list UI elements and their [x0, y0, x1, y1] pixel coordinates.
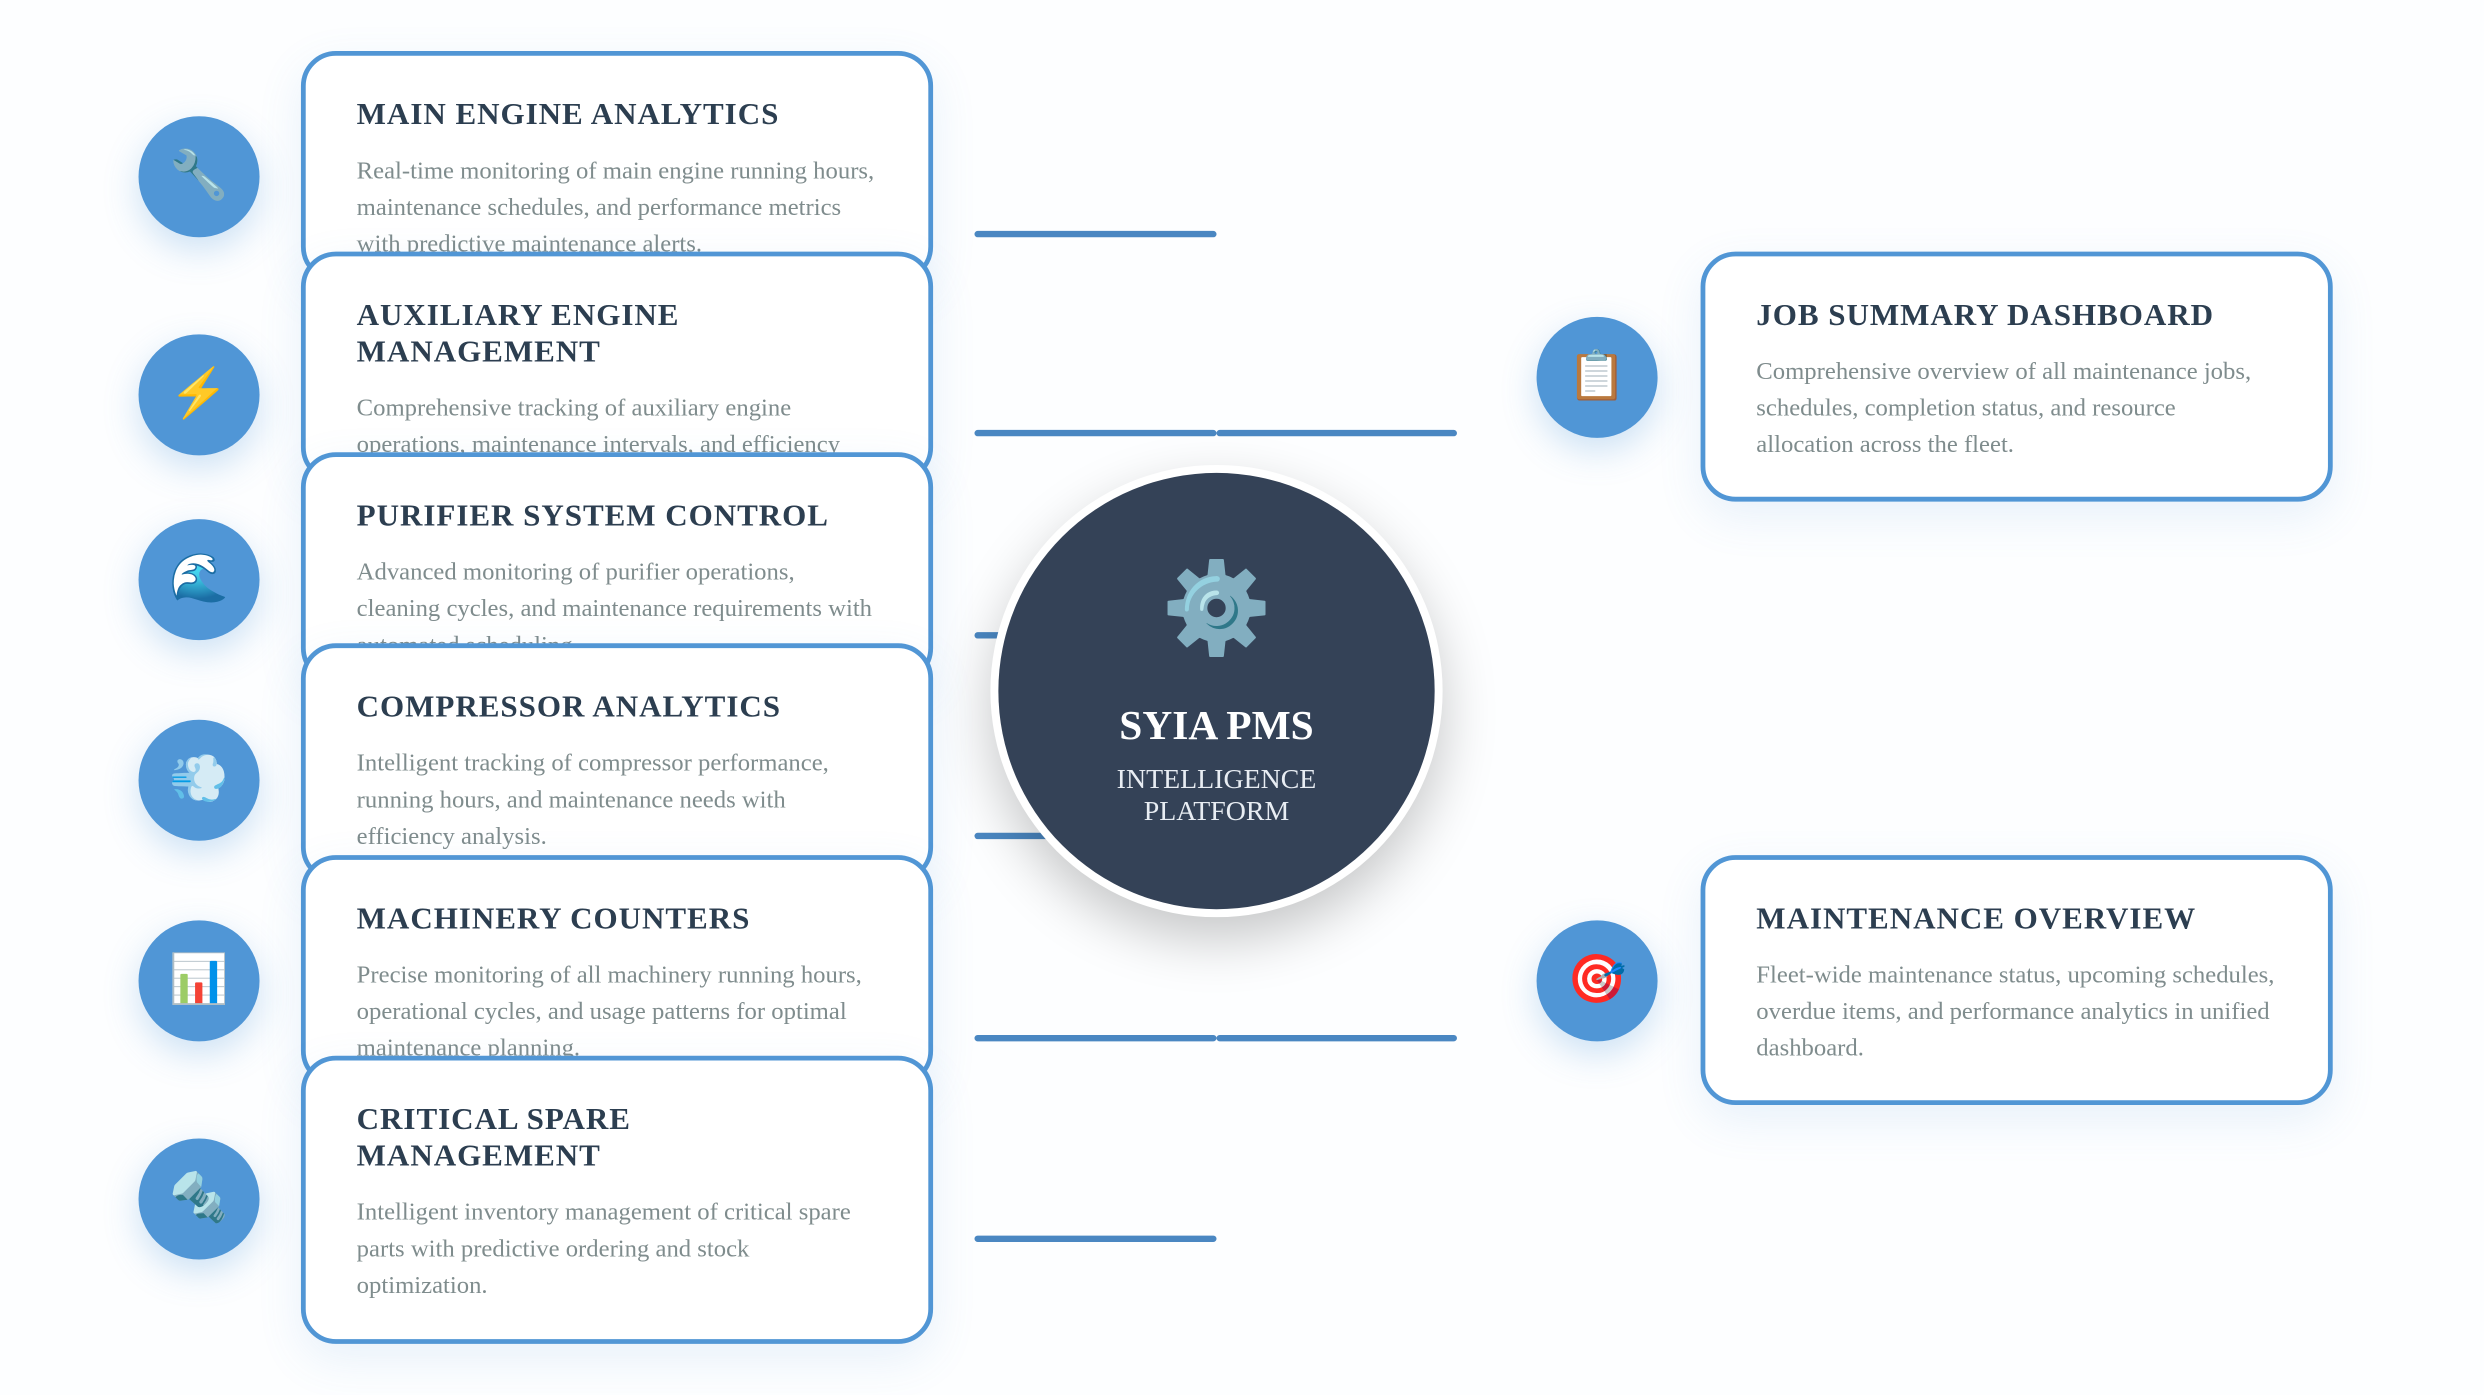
card-title: COMPRESSOR ANALYTICS: [356, 691, 781, 725]
card-description: Intelligent inventory management of crit…: [356, 1199, 851, 1300]
connector-line: [974, 1034, 1217, 1042]
card-title: PURIFIER SYSTEM CONTROL: [356, 499, 829, 534]
gear-icon: ⚙️: [1160, 560, 1273, 660]
target-icon: 🎯: [1536, 920, 1658, 1042]
card-title: AUXILIARY ENGINE MANAGEMENT: [356, 299, 680, 370]
hub-subtitle: INTELLIGENCE PLATFORM: [1116, 762, 1317, 827]
connector-line: [974, 429, 1217, 437]
module-card-maintenance-overview[interactable]: MAINTENANCE OVERVIEW Fleet-wide maintena…: [1700, 855, 2333, 1106]
clipboard-icon: 📋: [1536, 316, 1658, 438]
central-hub[interactable]: ⚙️ SYIA PMS INTELLIGENCE PLATFORM: [990, 464, 1443, 918]
lightning-icon: ⚡: [138, 334, 260, 456]
bar-chart-icon: 📊: [138, 920, 260, 1042]
nut-bolt-icon: 🔩: [138, 1138, 260, 1260]
module-card-main-engine-analytics[interactable]: MAIN ENGINE ANALYTICS Real-time monitori…: [300, 50, 934, 282]
wave-icon: 🌊: [138, 519, 260, 641]
hub-title: SYIA PMS: [1119, 702, 1314, 749]
module-card-auxiliary-engine-management[interactable]: AUXILIARY ENGINE MANAGEMENT Comprehensiv…: [300, 251, 934, 483]
card-description: Advanced monitoring of purifier operatio…: [356, 558, 873, 659]
module-card-critical-spare-management[interactable]: CRITICAL SPARE MANAGEMENT Intelligent in…: [300, 1055, 934, 1344]
card-title: MAINTENANCE OVERVIEW: [1756, 902, 2197, 937]
connector-line: [1216, 429, 1457, 437]
card-title: MACHINERY COUNTERS: [356, 902, 751, 937]
card-description: Fleet-wide maintenance status, upcoming …: [1756, 961, 2275, 1063]
connector-line: [1216, 1034, 1457, 1042]
module-card-job-summary-dashboard[interactable]: JOB SUMMARY DASHBOARD Comprehensive over…: [1700, 251, 2333, 502]
wrench-icon: 🔧: [138, 116, 260, 238]
card-description: Precise monitoring of all machinery runn…: [356, 961, 862, 1063]
card-title: CRITICAL SPARE MANAGEMENT: [356, 1103, 631, 1174]
connector-line: [974, 1235, 1217, 1242]
module-card-machinery-counters[interactable]: MACHINERY COUNTERS Precise monitoring of…: [300, 855, 934, 1086]
card-description: Intelligent tracking of compressor perfo…: [356, 749, 829, 851]
wind-icon: 💨: [138, 719, 260, 841]
hub-circle: ⚙️ SYIA PMS INTELLIGENCE PLATFORM: [998, 472, 1435, 910]
card-description: Real-time monitoring of main engine runn…: [356, 157, 875, 258]
connector-line: [974, 230, 1217, 238]
card-title: JOB SUMMARY DASHBOARD: [1756, 299, 2215, 333]
module-card-compressor-analytics[interactable]: COMPRESSOR ANALYTICS Intelligent trackin…: [300, 643, 934, 883]
card-description: Comprehensive overview of all maintenanc…: [1756, 358, 2252, 459]
card-title: MAIN ENGINE ANALYTICS: [356, 98, 780, 133]
